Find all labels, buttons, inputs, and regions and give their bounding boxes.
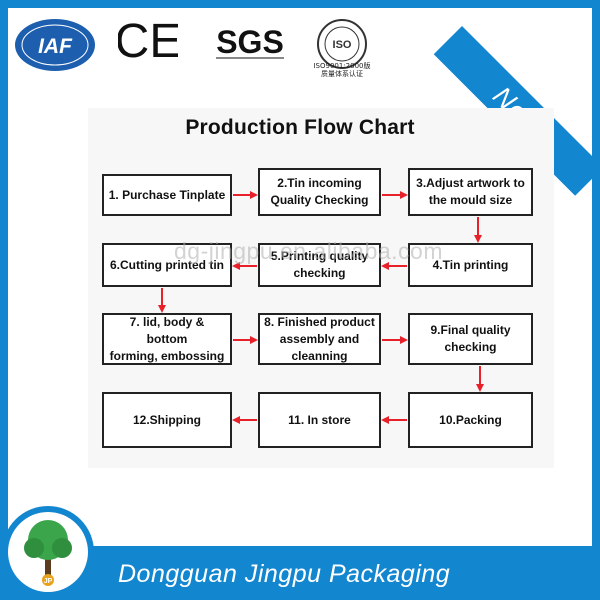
- step-1-label: 1. Purchase Tinplate: [108, 187, 226, 202]
- step-3-label: 3.Adjust artwork to the mould size: [416, 176, 525, 207]
- iso-caption-line1: ISO9001:2000版: [313, 62, 371, 70]
- step-5: 5.Printing quality checking: [258, 243, 381, 287]
- iso-caption-line2: 质量体系认证: [321, 70, 363, 78]
- step-11: 11. In store: [258, 392, 381, 448]
- step-6: 6.Cutting printed tin: [102, 243, 232, 287]
- step-10-label: 10.Packing: [439, 412, 502, 427]
- step-10: 10.Packing: [408, 392, 533, 448]
- step-9-label: 9.Final quality checking: [430, 323, 511, 354]
- watermark: dg-jingpu.en.alibaba.com: [174, 238, 444, 264]
- step-8: 8. Finished product assembly and cleanni…: [258, 313, 381, 365]
- step-4: 4.Tin printing: [408, 243, 533, 287]
- svg-text:JP: JP: [44, 578, 53, 585]
- step-2: 2.Tin incoming Quality Checking: [258, 168, 381, 216]
- step-12: 12.Shipping: [102, 392, 232, 448]
- svg-text:ISO: ISO: [333, 39, 352, 51]
- step-9: 9.Final quality checking: [408, 313, 533, 365]
- step-7: 7. lid, body & bottom forming, embossing: [102, 313, 232, 365]
- step-4-label: 4.Tin printing: [432, 257, 509, 272]
- chart-title: Production Flow Chart: [185, 116, 415, 139]
- footer-bar: [0, 546, 600, 600]
- iso-caption: ISO9001:2000版 质量体系认证: [306, 62, 378, 78]
- iso-seal: ISO: [317, 19, 367, 69]
- step-1: 1. Purchase Tinplate: [102, 174, 232, 216]
- svg-text:IAF: IAF: [38, 35, 73, 58]
- sgs-text: SGS: [216, 24, 284, 60]
- step-3: 3.Adjust artwork to the mould size: [408, 168, 533, 216]
- sgs-logo: SGS: [216, 24, 284, 60]
- step-7-label: 7. lid, body & bottom forming, embossing: [109, 314, 225, 363]
- step-5-label: 5.Printing quality checking: [270, 249, 369, 280]
- step-6-label: 6.Cutting printed tin: [110, 257, 224, 272]
- ce-text: CE: [118, 15, 178, 68]
- step-2-label: 2.Tin incoming Quality Checking: [270, 176, 369, 207]
- step-11-label: 11. In store: [288, 412, 351, 427]
- iaf-logo: IAF: [15, 19, 95, 71]
- ce-mark: CE: [118, 15, 178, 68]
- step-8-label: 8. Finished product assembly and cleanni…: [264, 314, 375, 363]
- step-12-label: 12.Shipping: [132, 412, 201, 427]
- company-logo: JP: [2, 506, 94, 598]
- company-name: Dongguan Jingpu Packaging: [118, 560, 451, 588]
